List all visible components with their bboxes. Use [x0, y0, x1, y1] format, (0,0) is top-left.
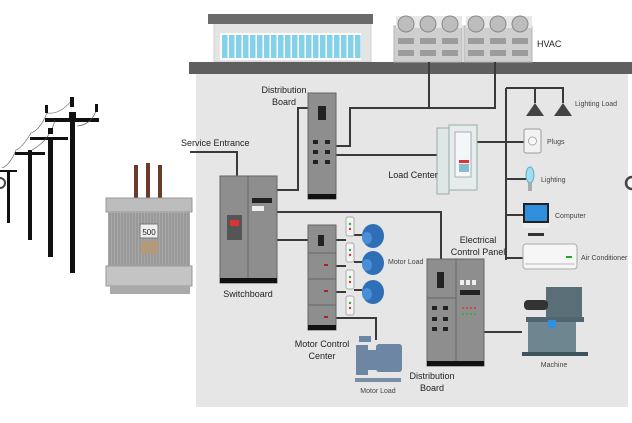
window: [341, 35, 347, 58]
hvac-label: HVAC: [537, 39, 562, 49]
window: [264, 35, 270, 58]
motor-icons: [362, 224, 384, 304]
lighting-load-label: Lighting Load: [575, 101, 617, 108]
electrical-control-panel: [426, 258, 485, 367]
plugs-label: Plugs: [547, 139, 565, 146]
window: [334, 35, 340, 58]
computer-icon: [523, 203, 549, 236]
motor-starter: [345, 269, 355, 290]
pump-motor-load-label: Motor Load: [360, 388, 396, 395]
pump-motor-icon: [355, 336, 402, 382]
motor-starter: [345, 242, 355, 263]
electrical-control-panel-label-line1: Electrical: [460, 235, 497, 245]
next-arrow-icon[interactable]: [624, 175, 632, 191]
air-conditioner-icon: [522, 243, 578, 270]
load-center: [436, 124, 478, 195]
window: [292, 35, 298, 58]
window: [355, 35, 361, 58]
switchboard-label: Switchboard: [223, 289, 273, 299]
distribution-board-top: [307, 92, 337, 200]
distribution-board-top-label-line1: Distribution: [261, 85, 306, 95]
fan-icon: [419, 15, 437, 33]
window: [285, 35, 291, 58]
machine-icon: [522, 287, 588, 356]
air-conditioner-label: Air Conditioner: [581, 255, 628, 262]
window: [327, 35, 333, 58]
load-center-label: Load Center: [388, 170, 438, 180]
hvac-units: [393, 15, 533, 63]
window: [313, 35, 319, 58]
plug-icon: [523, 128, 542, 154]
window: [299, 35, 305, 58]
window: [222, 35, 228, 58]
fan-icon: [441, 15, 459, 33]
lightbulb-icon: [525, 166, 535, 191]
fan-icon: [489, 15, 507, 33]
electrical-control-panel-label-line2: Control Panel: [451, 247, 506, 257]
window: [236, 35, 242, 58]
fan-icon: [397, 15, 415, 33]
motor-starters: [345, 216, 355, 316]
distribution-board-top-label-line2: Board: [272, 97, 296, 107]
motor-starter: [345, 216, 355, 237]
fan-icon: [467, 15, 485, 33]
window: [250, 35, 256, 58]
transformer-rating: 500: [142, 228, 156, 237]
window: [306, 35, 312, 58]
power-poles: [0, 97, 99, 273]
window: [348, 35, 354, 58]
motor-control-center-label-line1: Motor Control: [295, 339, 350, 349]
machine-label: Machine: [541, 362, 568, 369]
switchboard: [219, 175, 278, 284]
roof: [189, 62, 632, 74]
window: [257, 35, 263, 58]
previous-arrow-icon[interactable]: [0, 177, 6, 189]
motor-starter: [345, 295, 355, 316]
distribution-board-bottom-label-line1: Distribution: [409, 371, 454, 381]
window: [229, 35, 235, 58]
window: [271, 35, 277, 58]
distribution-board-bottom-label-line2: Board: [420, 383, 444, 393]
pendant-lamp-icons: [526, 103, 572, 116]
window: [320, 35, 326, 58]
motor-control-center-label-line2: Center: [308, 351, 335, 361]
window: [243, 35, 249, 58]
motor-load-label: Motor Load: [388, 259, 424, 266]
upper-building: [208, 14, 373, 63]
transformer: 500: [105, 163, 193, 294]
window: [278, 35, 284, 58]
computer-label: Computer: [555, 213, 586, 220]
fan-icon: [511, 15, 529, 33]
wires: [190, 62, 564, 340]
lighting-label: Lighting: [541, 177, 566, 184]
service-entrance-label: Service Entrance: [181, 138, 250, 148]
motor-control-center: [307, 224, 337, 331]
